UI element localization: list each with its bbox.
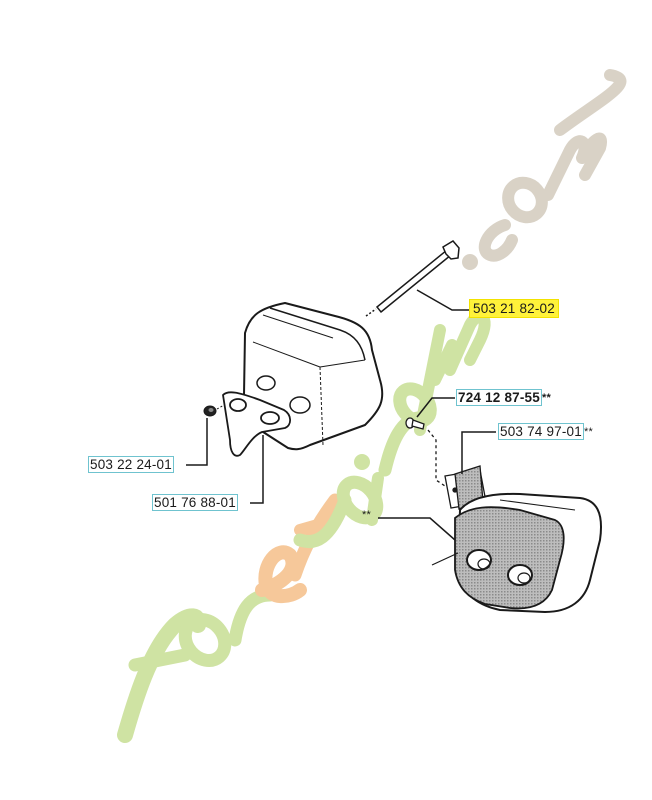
leader-plate <box>461 431 496 474</box>
leader-screw <box>416 397 455 418</box>
part-number: 501 76 88-01 <box>152 494 238 511</box>
part-label-plate[interactable]: 503 74 97-01** <box>498 423 593 440</box>
part-label-gasket[interactable]: 501 76 88-01 <box>152 494 238 511</box>
part-label-alt-muffler[interactable]: ** <box>362 507 371 523</box>
leader-bolt <box>416 289 470 311</box>
part-number: 503 21 82-02 <box>469 299 559 318</box>
leader-nut <box>186 418 208 466</box>
screw-part <box>405 417 449 489</box>
part-label-nut[interactable]: 503 22 24-01 <box>88 456 174 473</box>
part-number: 724 12 87-55 <box>456 389 542 406</box>
nut-part <box>203 404 225 417</box>
part-label-screw[interactable]: 724 12 87-55** <box>456 389 551 406</box>
part-label-bolt[interactable]: 503 21 82-02 <box>469 299 559 318</box>
watermark <box>117 69 627 743</box>
leader-gasket <box>250 435 264 504</box>
part-number: 503 22 24-01 <box>88 456 174 473</box>
leader-alt-muffler <box>378 517 456 541</box>
part-number: 503 74 97-01 <box>498 423 584 440</box>
footnote-marker: ** <box>362 509 371 521</box>
footnote-marker: ** <box>541 392 551 404</box>
gasket-part <box>222 391 292 457</box>
footnote-marker: ** <box>583 426 593 438</box>
alt-muffler-part <box>454 492 602 613</box>
bolt-part <box>365 240 460 317</box>
leader-alt-muffler-2 <box>431 552 459 566</box>
